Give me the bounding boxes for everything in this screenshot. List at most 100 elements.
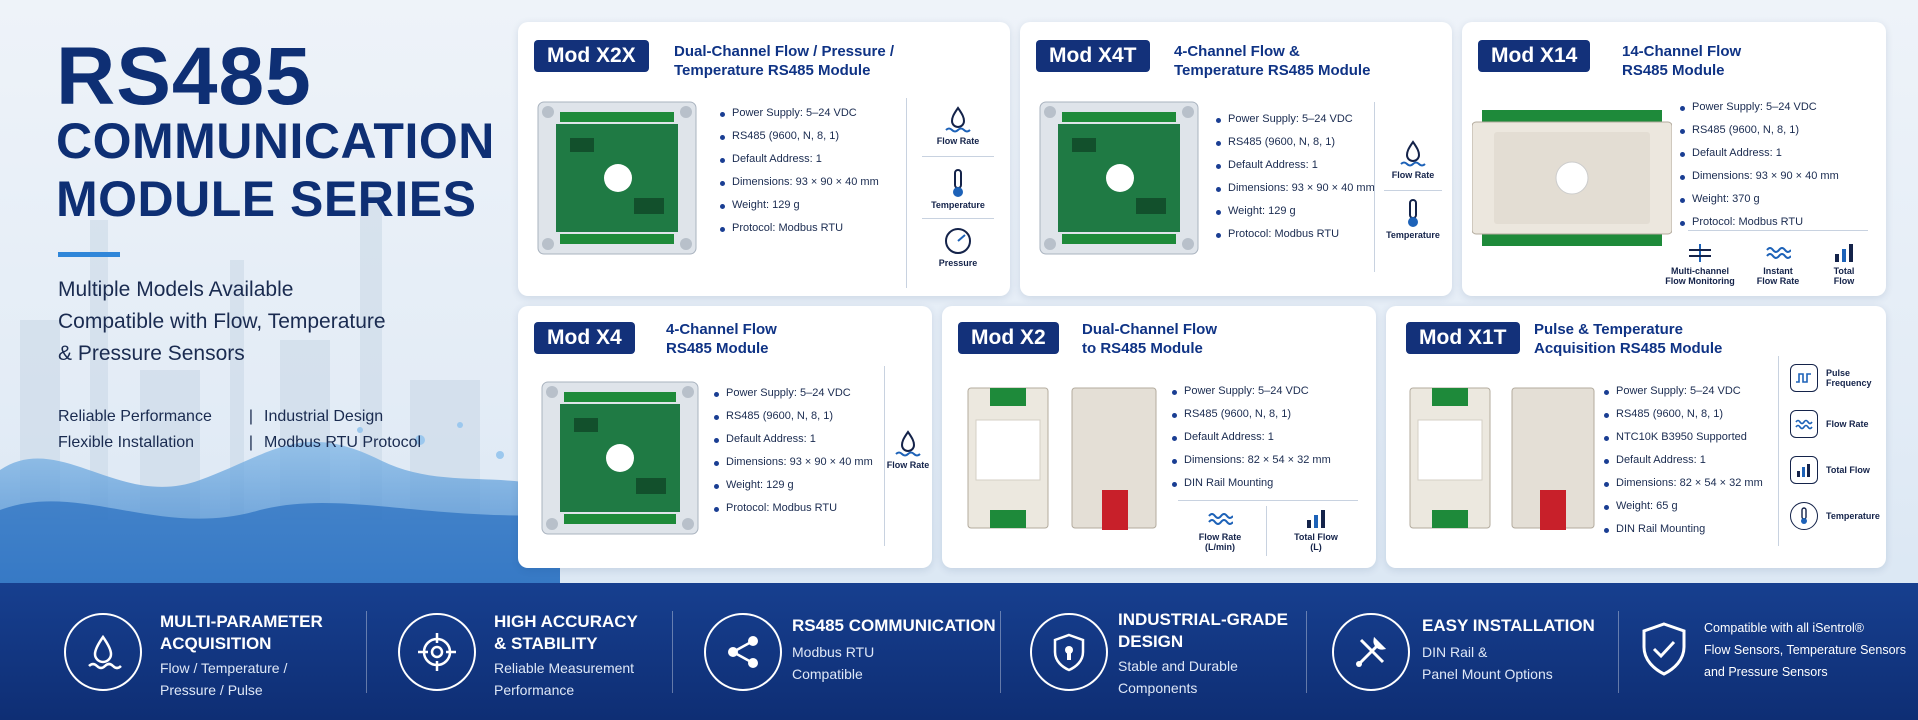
hero-subtitle-line: Multiple Models Available [58, 278, 294, 301]
spec-list: Power Supply: 5–24 VDC RS485 (9600, N, 8… [1678, 96, 1839, 234]
hero-subtitle: Multiple Models Available Compatible wit… [58, 274, 386, 370]
spec-item: Dimensions: 93 × 90 × 40 mm [1678, 165, 1839, 188]
share-nodes-icon [704, 613, 782, 691]
divider [1374, 102, 1375, 272]
feature-item: Industrial Design [264, 408, 384, 425]
footer-feature-accuracy: HIGH ACCURACY& STABILITY Reliable Measur… [370, 583, 670, 720]
thermometer-icon: Temperature [1380, 198, 1446, 240]
spec-list: Power Supply: 5–24 VDC RS485 (9600, N, 8… [1602, 380, 1763, 541]
card-title: 14-Channel Flow RS485 Module [1622, 42, 1741, 80]
spec-item: Dimensions: 93 × 90 × 40 mm [1214, 177, 1375, 200]
spec-item: Protocol: Modbus RTU [712, 497, 873, 520]
spec-list: Power Supply: 5–24 VDC RS485 (9600, N, 8… [718, 102, 879, 240]
spec-item: Default Address: 1 [1602, 449, 1763, 472]
spec-item: NTC10K B3950 Supported [1602, 426, 1763, 449]
spec-item: Power Supply: 5–24 VDC [712, 382, 873, 405]
divider [884, 366, 885, 546]
module-pcb-image [1039, 101, 1199, 255]
tools-icon [1332, 613, 1410, 691]
card-title-line: 14-Channel Flow [1622, 43, 1742, 60]
product-card-x4t[interactable]: Mod X4T 4-Channel Flow & Temperature RS4… [1020, 22, 1452, 296]
divider [906, 98, 907, 288]
module-pcb-image [541, 381, 699, 535]
hero-features-row: Flexible Installation|Modbus RTU Protoco… [58, 434, 421, 452]
card-title-line: to RS485 Module [1082, 340, 1203, 357]
card-title-line: Temperature RS485 Module [674, 62, 871, 79]
spec-item: Weight: 65 g [1602, 495, 1763, 518]
card-title-line: RS485 Module [1622, 62, 1725, 79]
spec-item: Protocol: Modbus RTU [1214, 223, 1375, 246]
spec-list: Power Supply: 5–24 VDC RS485 (9600, N, 8… [1214, 108, 1375, 246]
footer-feature-installation: EASY INSTALLATION DIN Rail &Panel Mount … [1310, 583, 1610, 720]
spec-item: DIN Rail Mounting [1602, 518, 1763, 541]
spec-item: Weight: 370 g [1678, 188, 1839, 211]
card-title: 4-Channel Flow RS485 Module [666, 320, 777, 358]
product-card-x2[interactable]: Mod X2 Dual-Channel Flow to RS485 Module… [942, 306, 1376, 568]
product-card-x14[interactable]: Mod X14 14-Channel Flow RS485 Module Pow… [1462, 22, 1886, 296]
din-module-image [1409, 387, 1595, 530]
spec-item: Power Supply: 5–24 VDC [718, 102, 879, 125]
card-title: 4-Channel Flow & Temperature RS485 Modul… [1174, 42, 1370, 80]
module-pcb-image [537, 101, 697, 255]
divider [1384, 190, 1442, 191]
spec-item: Default Address: 1 [712, 428, 873, 451]
accent-bar [58, 252, 120, 257]
wave-icon [1790, 410, 1818, 438]
spec-item: Weight: 129 g [712, 474, 873, 497]
spec-list: Power Supply: 5–24 VDC RS485 (9600, N, 8… [712, 382, 873, 520]
spec-item: RS485 (9600, N, 8, 1) [1602, 403, 1763, 426]
spec-item: Weight: 129 g [718, 194, 879, 217]
spec-item: RS485 (9600, N, 8, 1) [1678, 119, 1839, 142]
spec-item: Protocol: Modbus RTU [718, 217, 879, 240]
card-title-line: Dual-Channel Flow [1082, 321, 1217, 338]
card-title-line: 4-Channel Flow [666, 321, 777, 338]
spec-item: Dimensions: 82 × 54 × 32 mm [1170, 449, 1331, 472]
divider [922, 218, 994, 219]
divider [1266, 506, 1267, 556]
divider [1778, 356, 1779, 546]
product-card-x2x[interactable]: Mod X2X Dual-Channel Flow / Pressure / T… [518, 22, 1010, 296]
spec-item: Default Address: 1 [1214, 154, 1375, 177]
model-badge: Mod X2X [534, 40, 649, 72]
spec-item: RS485 (9600, N, 8, 1) [718, 125, 879, 148]
pulse-icon [1790, 364, 1818, 392]
spec-item: Weight: 129 g [1214, 200, 1375, 223]
target-icon [398, 613, 476, 691]
feature-item: Modbus RTU Protocol [264, 434, 422, 451]
hero-features-row: Reliable Performance|Industrial Design [58, 408, 383, 426]
footer-divider [672, 611, 673, 693]
flow-rate-icon: Flow Rate [1380, 140, 1446, 180]
product-card-x1t[interactable]: Mod X1T Pulse & Temperature Acquisition … [1386, 306, 1886, 568]
flow-rate-icon: Flow Rate [884, 430, 932, 470]
card-title: Dual-Channel Flow to RS485 Module [1082, 320, 1217, 358]
water-splash-image [0, 422, 560, 585]
shield-icon [1030, 613, 1108, 691]
spec-item: Default Address: 1 [718, 148, 879, 171]
card-title-line: Acquisition RS485 Module [1534, 340, 1723, 357]
hero-subtitle-line: Compatible with Flow, Temperature [58, 310, 386, 333]
spec-item: RS485 (9600, N, 8, 1) [1214, 131, 1375, 154]
product-card-x4[interactable]: Mod X4 4-Channel Flow RS485 Module Power… [518, 306, 932, 568]
spec-item: RS485 (9600, N, 8, 1) [712, 405, 873, 428]
spec-item: Dimensions: 93 × 90 × 40 mm [718, 171, 879, 194]
model-badge: Mod X4 [534, 322, 635, 354]
hero-subtitle-line: & Pressure Sensors [58, 342, 245, 365]
spec-item: Default Address: 1 [1678, 142, 1839, 165]
card-title-line: RS485 Module [666, 340, 769, 357]
hero-title-line2: COMMUNICATION [56, 113, 495, 169]
card-title-line: Dual-Channel Flow / Pressure / [674, 43, 895, 60]
temperature-row: Temperature [1790, 502, 1880, 530]
card-title: Pulse & Temperature Acquisition RS485 Mo… [1534, 320, 1722, 358]
water-drop-icon [64, 613, 142, 691]
feature-separator: | [248, 408, 254, 425]
card-title-line: Temperature RS485 Module [1174, 62, 1371, 79]
din-module-image [967, 387, 1157, 530]
divider [1178, 500, 1358, 501]
model-badge: Mod X1T [1406, 322, 1520, 354]
pressure-gauge-icon: Pressure [922, 226, 994, 268]
model-badge: Mod X4T [1036, 40, 1150, 72]
feature-separator: | [248, 434, 254, 451]
